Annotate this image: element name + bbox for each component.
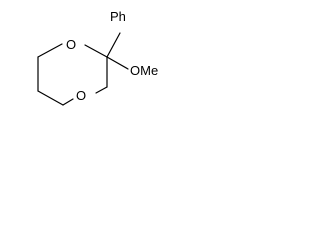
bond-o-bottom-c2 (95, 86, 108, 94)
atom-oxygen-top: O (66, 37, 76, 52)
bond-c2-methoxy (106, 56, 129, 70)
atom-phenyl-label: Ph (110, 9, 126, 24)
atom-oxygen-bottom: O (76, 88, 86, 103)
bond-c2-phenyl (106, 32, 121, 58)
atom-methoxy-label: OMe (130, 63, 158, 78)
bond-c5-c4 (37, 90, 64, 106)
bond-c4-o-bottom (62, 98, 74, 106)
bond-o-top-c6 (37, 43, 63, 58)
chemical-structure: O O Ph OMe (37, 9, 158, 106)
bond-c2-o-top (84, 44, 108, 58)
